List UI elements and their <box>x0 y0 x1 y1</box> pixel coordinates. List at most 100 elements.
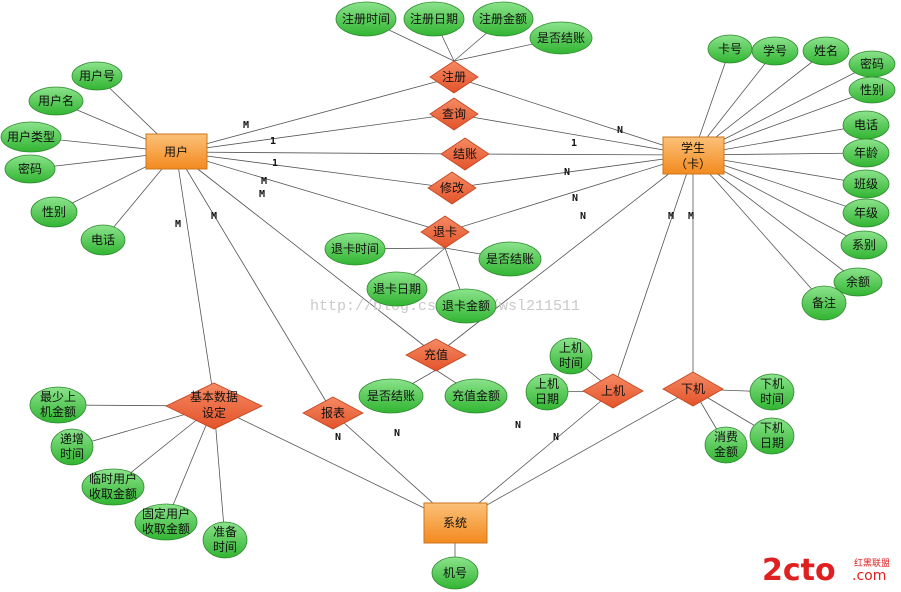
attr-class: 班级 <box>842 169 890 199</box>
rel-report: 报表 <box>302 396 364 430</box>
card-student-modify: N <box>564 167 570 178</box>
attr-ret-amount-label: 退卡金额 <box>442 298 490 313</box>
attr-online-date-label-1: 上机 <box>535 377 559 391</box>
attr-temp-label-1: 临时用户 <box>89 471 137 486</box>
card-user-query: 1 <box>270 136 276 147</box>
rel-basic-data-setting: 基本数据 设定 <box>165 382 263 430</box>
entity-student-label: 学生 <box>681 140 705 155</box>
attr-prep-label-1: 准备 <box>213 525 237 539</box>
rel-go-offline: 下机 <box>662 371 724 407</box>
card-user-checkout: 1 <box>272 158 278 169</box>
attr-machine-no-label: 机号 <box>443 566 467 580</box>
card-student-register: N <box>617 125 623 136</box>
attr-user-id-label: 用户号 <box>79 68 115 83</box>
attr-reg-date: 注册日期 <box>403 1 465 37</box>
attr-temp-label-2: 收取金额 <box>89 486 137 501</box>
card-student-recharge: N <box>580 211 586 222</box>
logo-main-text: 2cto <box>762 553 836 588</box>
attr-rech-amount: 充值金额 <box>444 378 508 414</box>
attr-offline-date-label-1: 下机 <box>760 421 784 435</box>
entity-user-label: 用户 <box>164 144 188 159</box>
card-system-basic: N <box>394 428 400 439</box>
attr-offline-time-label-1: 下机 <box>760 377 784 391</box>
rel-checkout-label: 结账 <box>453 147 477 161</box>
rel-go-online-label: 上机 <box>601 384 625 398</box>
attr-consume-label-2: 金额 <box>714 444 738 459</box>
rel-basic-data-label-1: 基本数据 <box>190 389 238 404</box>
cardinality-labels: M 1 1 M M M M N 1 N N N M M N N N N <box>175 120 694 443</box>
attr-student-no: 学号 <box>751 36 799 66</box>
entity-user: 用户 <box>145 133 208 170</box>
rel-report-label: 报表 <box>321 405 345 420</box>
attr-name-label: 姓名 <box>814 43 838 58</box>
attr-class-label: 班级 <box>854 177 878 191</box>
rel-register-label: 注册 <box>442 69 466 84</box>
attr-department: 系别 <box>840 230 888 260</box>
attr-reg-settled-label: 是否结账 <box>537 31 585 45</box>
attr-user-gender: 性别 <box>30 196 78 228</box>
attr-ret-settled-label: 是否结账 <box>486 252 534 266</box>
attr-user-type: 用户类型 <box>0 121 62 153</box>
rel-query: 查询 <box>429 97 479 131</box>
attr-grade-label: 年级 <box>854 206 878 220</box>
attr-rech-settled: 是否结账 <box>358 378 424 414</box>
attr-min-label-2: 机金额 <box>40 404 76 419</box>
attr-online-date-label-2: 日期 <box>535 392 559 406</box>
attr-remark: 备注 <box>801 285 847 321</box>
attr-ret-amount: 退卡金额 <box>435 288 497 324</box>
entity-system: 系统 <box>423 502 488 544</box>
attr-card-no-label: 卡号 <box>718 42 742 56</box>
rel-register: 注册 <box>429 60 479 94</box>
card-user-return: M <box>259 189 265 200</box>
attr-user-name-label: 用户名 <box>38 93 74 108</box>
attr-stu-gender-label: 性别 <box>860 83 884 97</box>
rel-recharge: 充值 <box>405 338 467 372</box>
rel-go-online: 上机 <box>582 373 644 409</box>
attr-user-phone: 电话 <box>80 224 126 256</box>
card-user-basic: M <box>175 219 181 230</box>
attr-ret-settled: 是否结账 <box>478 241 542 277</box>
attr-user-phone-label: 电话 <box>91 233 115 247</box>
logo-cn-text: 红黑联盟 <box>854 557 890 569</box>
attr-balance: 余额 <box>833 267 883 297</box>
attr-user-name: 用户名 <box>28 86 84 116</box>
attr-stu-password: 密码 <box>848 50 896 78</box>
attr-stu-phone-label: 电话 <box>854 118 878 132</box>
rel-query-label: 查询 <box>442 107 466 121</box>
rel-return-card: 退卡 <box>420 215 470 249</box>
site-logo: 2cto 红黑联盟 .com <box>762 553 890 588</box>
attr-online-time-label-2: 时间 <box>559 356 583 370</box>
attr-stu-phone: 电话 <box>842 110 890 140</box>
attr-reg-time-label: 注册时间 <box>342 11 390 26</box>
attr-name: 姓名 <box>802 36 850 66</box>
attr-user-password-label: 密码 <box>18 161 42 176</box>
attr-inc-label-1: 递增 <box>60 432 84 446</box>
rel-go-offline-label: 下机 <box>681 382 705 396</box>
attr-student-no-label: 学号 <box>763 43 787 58</box>
attr-reg-settled: 是否结账 <box>529 21 593 55</box>
attr-fixed-label-2: 收取金额 <box>142 521 190 536</box>
attr-ret-date-label: 退卡日期 <box>373 282 421 296</box>
attr-user-password: 密码 <box>4 154 56 184</box>
card-student-return: N <box>572 193 578 204</box>
rel-basic-data-label-2: 设定 <box>202 405 226 420</box>
attr-reg-amount: 注册金额 <box>472 1 534 37</box>
attr-age: 年龄 <box>842 138 890 168</box>
card-system-offline: N <box>553 432 559 443</box>
card-student-query: 1 <box>571 138 577 149</box>
attr-ret-time: 退卡时间 <box>324 232 386 266</box>
attr-prep-label-2: 时间 <box>213 540 237 554</box>
attr-rech-amount-label: 充值金额 <box>452 388 500 403</box>
rel-return-card-label: 退卡 <box>433 225 457 239</box>
attr-grade: 年级 <box>842 198 890 228</box>
attr-min-label-1: 最少上 <box>40 390 76 404</box>
